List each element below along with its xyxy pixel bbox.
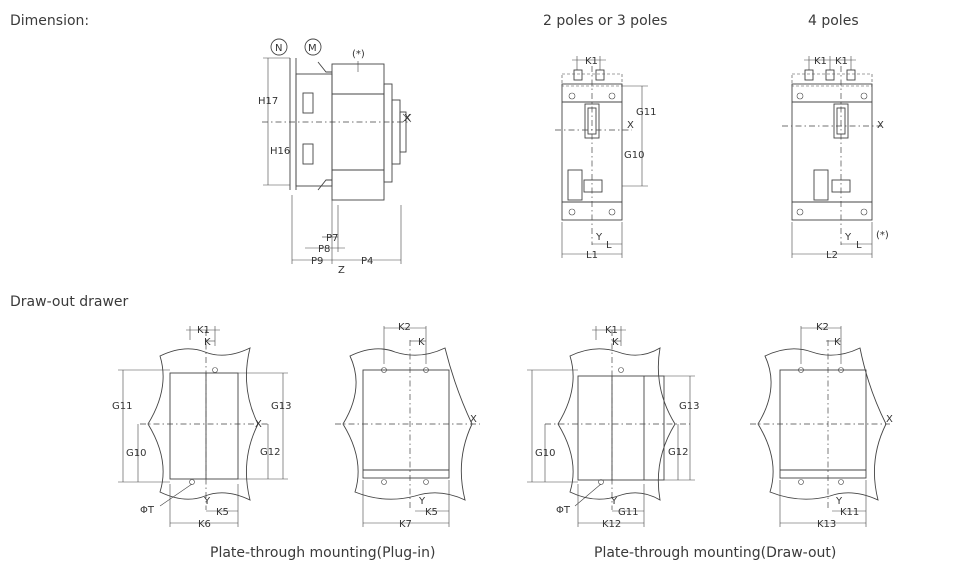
y-label-d1: Y (203, 496, 211, 507)
star-note-4p: (*) (876, 230, 889, 241)
g10-label-3p: G10 (624, 150, 644, 161)
y-label-d2: Y (418, 496, 426, 507)
k2-label-d4: K2 (816, 322, 829, 333)
h16-label: H16 (270, 146, 290, 157)
drawout-drawer-heading: Draw-out drawer (10, 294, 129, 310)
z-label: Z (338, 265, 345, 276)
k-label-d3: K (612, 337, 619, 348)
k13-label: K13 (817, 519, 836, 530)
g13-label-d3: G13 (679, 401, 699, 412)
drawer-draw-out-right: K2 K X Y K11 K13 (750, 322, 893, 530)
g11-label-d3: G11 (618, 507, 638, 518)
star-note-top: (*) (352, 49, 365, 60)
g10-label-d3: G10 (535, 448, 555, 459)
l-label-4p: L (856, 240, 862, 251)
side-view-drawing: N M (*) X H17 H16 (258, 38, 412, 276)
g10-label-d1: G10 (126, 448, 146, 459)
y-label-d3: Y (610, 496, 618, 507)
drawer-plug-in-right: K2 K X Y K5 K7 (335, 322, 480, 530)
dimension-heading: Dimension: (10, 13, 90, 29)
drawer-draw-out-left: K1 K G10 G13 G12 Y G11 K12 ΦT (527, 325, 699, 530)
g11-label-d1: G11 (112, 401, 132, 412)
x-label-d4: X (886, 414, 893, 425)
k1-label-d3: K1 (605, 325, 618, 336)
n-marker-label: N (275, 43, 282, 54)
p8-label: P8 (318, 244, 330, 255)
k1-label-4p-a: K1 (814, 56, 827, 67)
phit-label-d1: ΦT (140, 505, 155, 516)
y-label-d4: Y (835, 496, 843, 507)
front-view-4-poles: K1 K1 X Y L (*) L2 (782, 56, 889, 261)
k-label-d4: K (834, 337, 841, 348)
g12-label-d3: G12 (668, 447, 688, 458)
k1-label-3p: K1 (585, 56, 598, 67)
n-marker-circle (270, 38, 288, 56)
k6-label: K6 (198, 519, 211, 530)
m-marker-label: M (308, 43, 317, 54)
drawer-plug-in-left: K1 K G11 G10 G13 G12 X Y K5 K6 ΦT (112, 325, 291, 530)
p7-label: P7 (326, 233, 338, 244)
k-label-d1: K (204, 337, 211, 348)
k2-label-d2: K2 (398, 322, 411, 333)
p4-label: P4 (361, 256, 373, 267)
k1-label-4p-b: K1 (835, 56, 848, 67)
phit-label-d3: ΦT (556, 505, 571, 516)
l2-label: L2 (826, 250, 838, 261)
k-label-d2: K (418, 337, 425, 348)
x-label-d1: X (255, 419, 262, 430)
g13-label-d1: G13 (271, 401, 291, 412)
k7-label: K7 (399, 519, 412, 530)
k11-label-d4: K11 (840, 507, 859, 518)
x-label-3p: X (627, 120, 634, 131)
draw-out-caption: Plate-through mounting(Draw-out) (594, 545, 837, 561)
l1-label: L1 (586, 250, 598, 261)
y-label-3p: Y (595, 232, 603, 243)
two-three-poles-heading: 2 poles or 3 poles (543, 13, 668, 29)
plug-in-caption: Plate-through mounting(Plug-in) (210, 545, 436, 561)
p9-label: P9 (311, 256, 323, 267)
k12-label: K12 (602, 519, 621, 530)
side-x-axis-label: X (404, 113, 411, 124)
k5-label-d1: K5 (216, 507, 229, 518)
front-view-3-poles: K1 X G11 G10 Y L L1 (555, 56, 656, 261)
x-label-4p: X (877, 120, 884, 131)
g11-label-3p: G11 (636, 107, 656, 118)
y-label-4p: Y (844, 232, 852, 243)
m-marker-circle (304, 38, 322, 56)
l-label-3p: L (606, 240, 612, 251)
g12-label-d1: G12 (260, 447, 280, 458)
h17-label: H17 (258, 96, 278, 107)
k1-label-d1: K1 (197, 325, 210, 336)
k5-label-d2: K5 (425, 507, 438, 518)
four-poles-heading: 4 poles (808, 13, 859, 29)
x-label-d2: X (470, 414, 477, 425)
